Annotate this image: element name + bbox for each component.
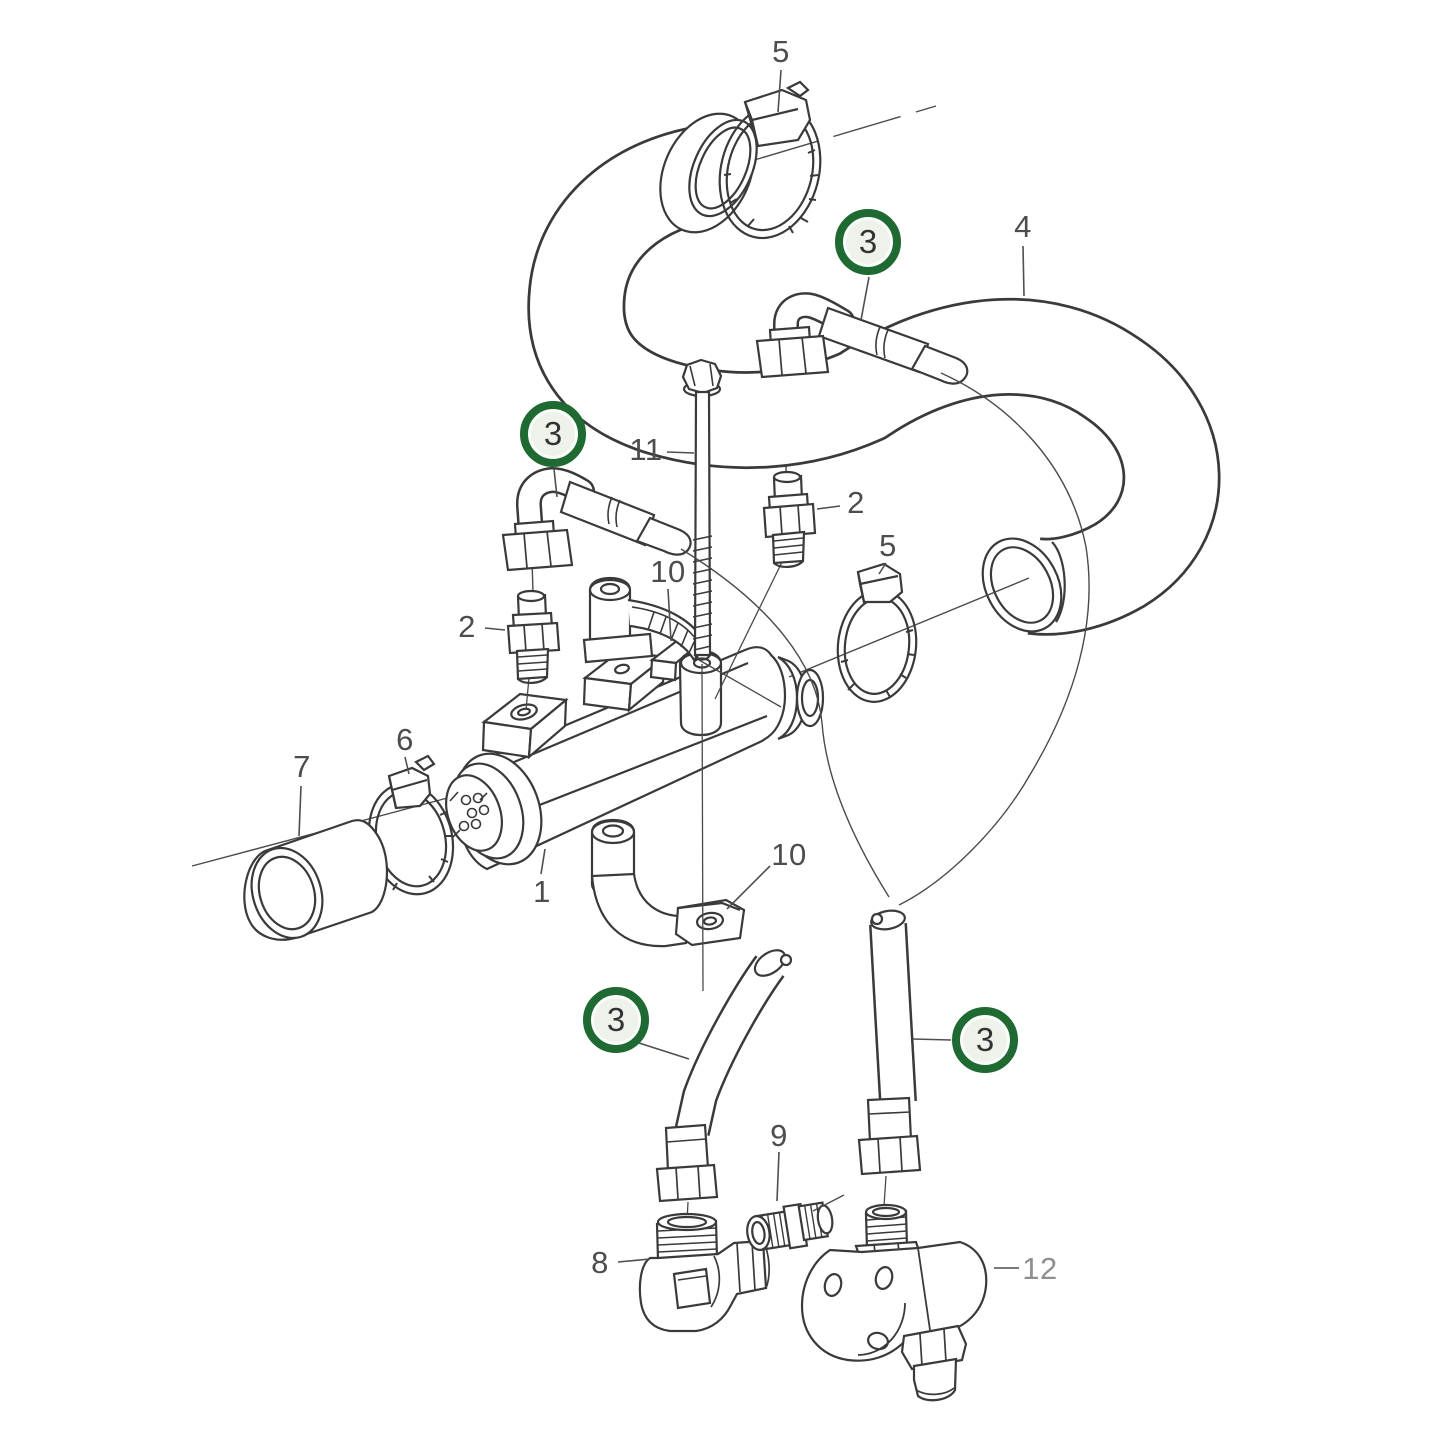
callout-12: 12 — [1022, 1251, 1058, 1286]
bracket-10-lower — [590, 818, 746, 948]
part-3-marker-upper-left[interactable]: 3 — [520, 401, 586, 467]
elbow-pipe-3-upper-right — [755, 292, 969, 385]
hose-routing-curves — [680, 372, 1090, 906]
callout-1: 1 — [533, 874, 551, 909]
bracket-10-upper — [582, 576, 708, 664]
hose-clamp-5-top — [718, 80, 822, 240]
callout-4: 4 — [1014, 209, 1032, 244]
callout-2-left: 2 — [458, 609, 476, 644]
nipple-fitting-2-left — [506, 589, 561, 684]
nipple-fitting-9 — [746, 1201, 834, 1252]
nipple-fitting-2-upper — [762, 470, 817, 568]
hose-3-lower-left — [655, 949, 793, 1222]
elbow-pipe-3-upper-left — [501, 466, 692, 572]
hose-clamp-5-mid — [836, 562, 918, 703]
hose-sleeve-7 — [243, 819, 389, 941]
callout-7: 7 — [293, 749, 311, 784]
callout-8: 8 — [591, 1245, 609, 1280]
callout-leader-lines — [298, 69, 1025, 1269]
valve-12 — [800, 1203, 988, 1402]
nipple-9-axis-line — [812, 1194, 845, 1212]
callout-11: 11 — [629, 432, 663, 467]
bolt-axis-line — [701, 663, 704, 992]
oil-cooler-body — [445, 638, 825, 871]
hose-4 — [527, 112, 1221, 636]
hose-3-lower-right — [857, 909, 922, 1207]
hose-clamp-6 — [367, 754, 455, 896]
elbow-fitting-8 — [638, 1212, 770, 1333]
bolt-11 — [681, 358, 723, 661]
part-3-marker-lower-right[interactable]: 3 — [952, 1007, 1018, 1073]
callout-5-top: 5 — [772, 34, 790, 69]
callout-9: 9 — [770, 1118, 788, 1153]
callout-6: 6 — [396, 722, 414, 757]
part-3-marker-lower-left[interactable]: 3 — [583, 987, 649, 1053]
callout-2-upper: 2 — [847, 485, 865, 520]
clamp-axis-line — [788, 577, 1030, 678]
callout-5-mid: 5 — [879, 528, 897, 563]
callout-10-lower: 10 — [771, 837, 807, 872]
part-3-marker-upper-right[interactable]: 3 — [835, 209, 901, 275]
callout-10-upper: 10 — [650, 554, 686, 589]
